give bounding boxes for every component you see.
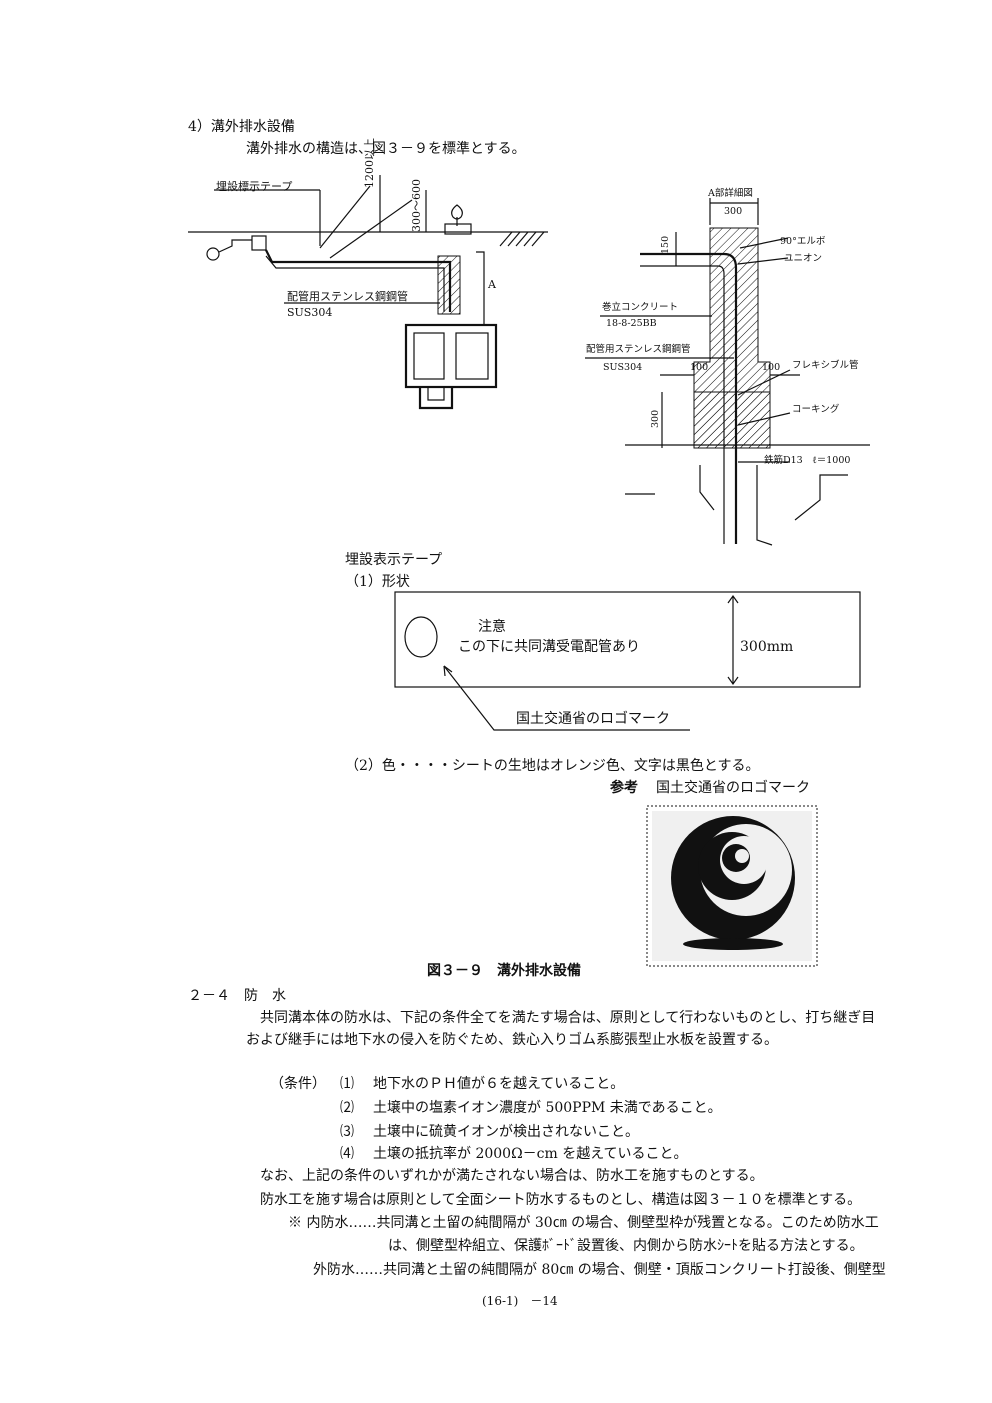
dim-300-top: 300 [724,206,743,217]
caution-text: この下に共同溝受電配管あり [458,639,640,655]
union-label: ユニオン [784,253,823,264]
section-2-4-heading: ２－４ 防 水 [188,988,286,1004]
dim-150: 150 [660,235,671,254]
range-label: 300～600 [410,179,423,232]
reference-text: 国土交通省のロゴマーク [656,780,810,796]
figure-caption: 図３－９ 溝外排水設備 [427,963,581,979]
inner-waterproof-line1: ※ 内防水……共同溝と土留の純間隔が 30㎝ の場合、側壁型枠が残置となる。この… [288,1215,879,1231]
concrete-label: 巻立コンクリート [602,302,679,313]
para1-line2: および継手には地下水の侵入を防ぐため、鉄心入りゴム系膨張型止水板を設置する。 [246,1032,778,1048]
condition-4-num: ⑷ [340,1146,354,1162]
detail-pipe-material: SUS304 [603,362,643,373]
note-1: なお、上記の条件のいずれかが満たされない場合は、防水工を施すものとする。 [260,1168,764,1184]
tape-shape-diagram [394,591,861,731]
note-2: 防水工を施す場合は原則として全面シート防水するものとし、構造は図３－１０を標準と… [260,1192,862,1208]
tape-title: 埋設表示テープ [345,552,443,568]
color-line: （2）色・・・・シートの生地はオレンジ色、文字は黒色とする。 [345,758,760,774]
dim-300-vertical: 300 [650,409,661,428]
condition-4: 土壌の抵抗率が 2000Ω－cm を越えていること。 [373,1146,688,1162]
flexible-pipe-label: フレキシブル管 [792,360,859,371]
para1-line1: 共同溝本体の防水は、下記の条件全てを満たす場合は、原則として行わないものとし、打… [260,1010,876,1026]
depth-label: 1200以上 [363,138,376,188]
condition-2: 土壌中の塩素イオン濃度が 500PPM 未満であること。 [373,1100,722,1116]
tape-height: 300mm [740,639,794,655]
ground-hatch [499,231,545,247]
section-4-heading: 4）溝外排水設備 [188,119,295,135]
logo-callout: 国土交通省のロゴマーク [516,711,670,727]
pipe-material: SUS304 [287,306,333,319]
dim-100-left: 100 [690,362,709,373]
pipe-label: 配管用ステンレス鋼鋼管 [287,290,408,303]
caulking-label: コーキング [792,404,840,415]
inner-waterproof-line2: は、側壁型枠組立、保護ﾎﾞｰﾄﾞ設置後、内側から防水ｼｰﾄを貼る方法とする。 [388,1238,864,1254]
a-marker: A [488,278,496,291]
concrete-spec: 18-8-25BB [606,318,657,329]
detail-pipe-label: 配管用ステンレス鋼鋼管 [586,344,691,355]
condition-1-num: ⑴ [340,1076,354,1092]
a-detail-diagram [585,198,870,546]
drainage-section-diagram [188,175,548,410]
outer-waterproof-line1: 外防水……共同溝と土留の純間隔が 80㎝ の場合、側壁・頂版コンクリート打設後、… [313,1262,886,1278]
condition-3-num: ⑶ [340,1124,354,1140]
page-number: (16-1) －14 [482,1294,558,1308]
section-4-intro: 溝外排水の構造は、図３－９を標準とする。 [246,141,526,157]
rebar-label: 鉄筋D13 ℓ＝1000 [764,455,851,466]
reference-label: 参考 [610,780,638,796]
tape-label: 埋設標示テープ [216,180,293,193]
condition-2-num: ⑵ [340,1100,354,1116]
condition-3: 土壌中に硫黄イオンが検出されないこと。 [373,1124,639,1140]
tree-icon [451,204,463,226]
shape-heading: （1）形状 [345,574,410,590]
detail-title: A部詳細図 [708,188,753,199]
conditions-label: （条件） [270,1076,326,1092]
caution-title: 注意 [478,619,506,635]
dim-100-right: 100 [762,362,781,373]
elbow-label: 90°エルボ [780,236,826,247]
mlit-logo-icon [671,816,795,950]
condition-1: 地下水のＰＨ値が６を越えていること。 [373,1076,625,1092]
